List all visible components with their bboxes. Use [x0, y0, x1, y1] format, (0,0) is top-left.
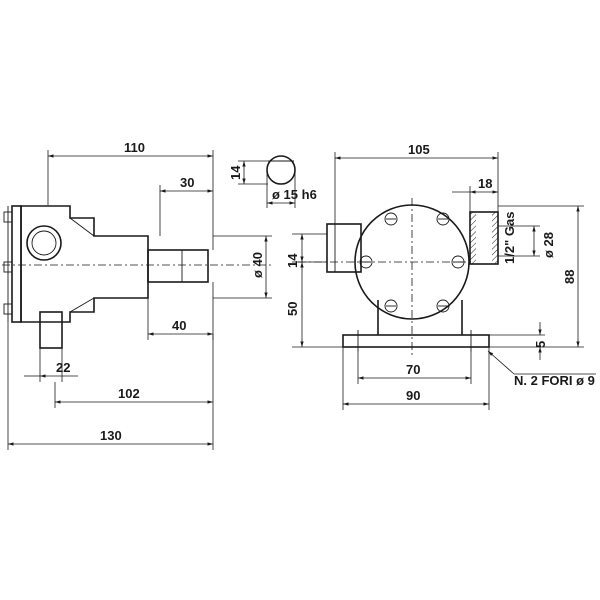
dim-5-label: 5: [533, 341, 548, 348]
dim-88-label: 88: [562, 270, 577, 284]
dim-90-label: 90: [406, 388, 420, 403]
port-thread-label: 1/2" Gas: [502, 212, 517, 264]
cover-bolts: [359, 212, 465, 313]
mounting-flange: [11, 205, 22, 323]
inlet-stub: [326, 223, 362, 273]
flange-bolts: [3, 211, 13, 315]
front-dim-14-label: 14: [285, 253, 300, 268]
dim-30-label: 30: [180, 175, 194, 190]
dim-dia40-label: ø 40: [250, 252, 265, 278]
shaft-dim-fit-label: ø 15 h6: [272, 187, 317, 202]
port-dia28-label: ø 28: [541, 232, 556, 258]
dim-22-label: 22: [56, 360, 70, 375]
inlet-port-outer: [26, 225, 62, 261]
dim-130-label: 130: [100, 428, 122, 443]
dim-70-label: 70: [406, 362, 420, 377]
front-view: 105 18 1/2" Gas ø 28 88 5 14 50: [285, 142, 596, 410]
drive-shaft: [147, 249, 209, 283]
dim-110-label: 110: [124, 140, 145, 155]
base-foot: [342, 334, 490, 348]
side-view: 110 30 ø 40 40 22 102 130: [2, 140, 274, 450]
outlet-port: [39, 311, 63, 349]
shaft-section: 14 ø 15 h6: [228, 155, 317, 208]
pump-body: [20, 205, 149, 323]
dim-18-label: 18: [478, 176, 492, 191]
dim-102-label: 102: [118, 386, 140, 401]
inlet-port-inner: [31, 230, 57, 256]
shaft-dim-14-label: 14: [228, 165, 243, 180]
shaft-cross-section: [266, 155, 296, 185]
dim-50-label: 50: [285, 302, 300, 316]
holes-note-label: N. 2 FORI ø 9: [514, 373, 595, 388]
dim-105-label: 105: [408, 142, 430, 157]
dim-40-label: 40: [172, 318, 186, 333]
